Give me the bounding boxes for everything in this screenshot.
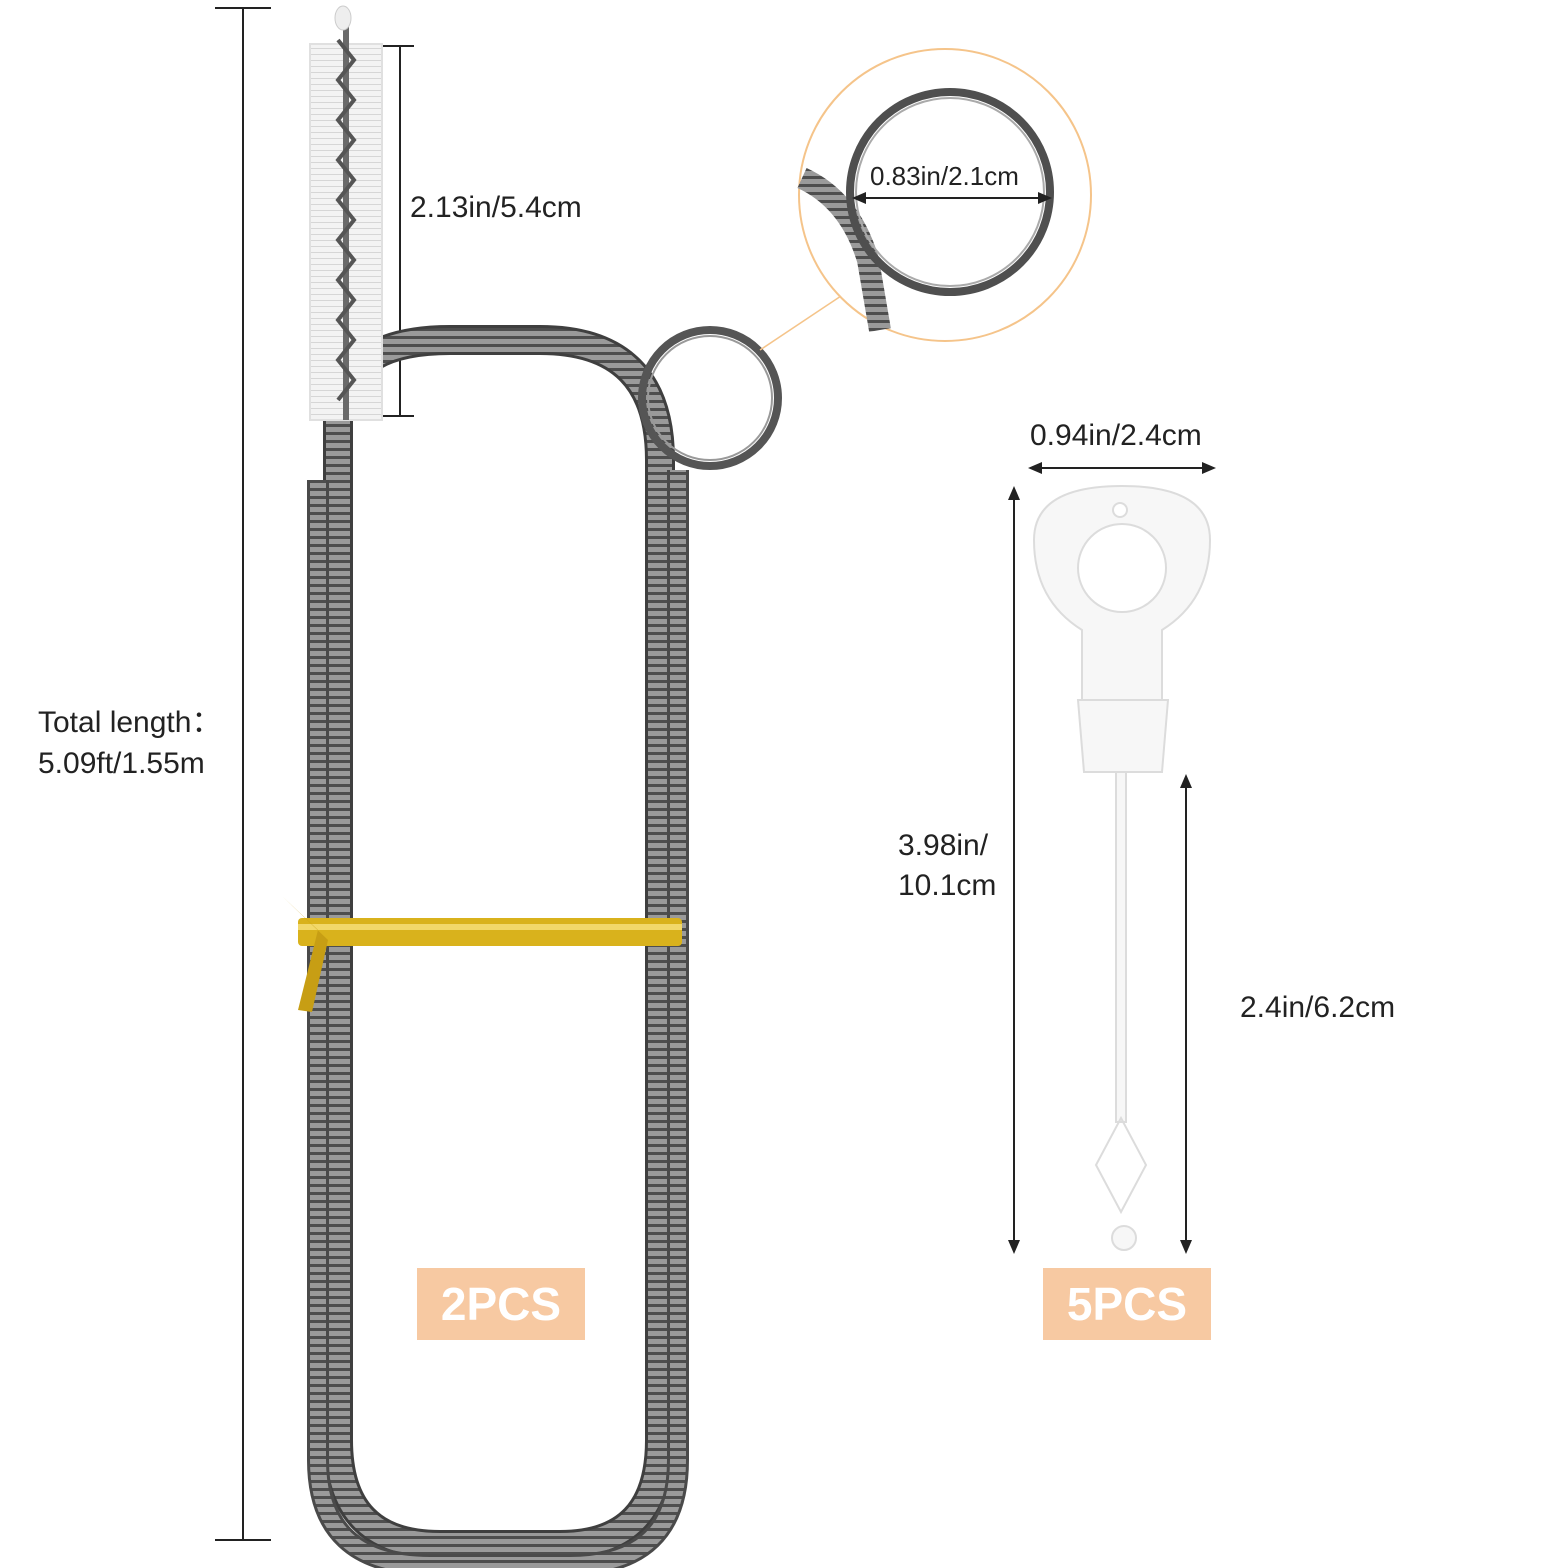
total-length-label: Total length： [38, 706, 222, 739]
brush-head-length-label: 2.13in/5.4cm [410, 191, 582, 224]
tool-length-label-line1: 3.98in/ [898, 829, 989, 862]
ring-zoom-callout [797, 48, 1092, 342]
tool-stem-length-label: 2.4in/6.2cm [1240, 991, 1396, 1024]
tool-length-label-line2: 10.1cm [898, 869, 997, 902]
callout-leader-line [759, 289, 851, 351]
ring-diameter-arrow [852, 192, 1052, 204]
tool-length-arrow [1008, 486, 1020, 1254]
tool-width-label: 0.94in/2.4cm [1030, 419, 1202, 452]
total-length-dimension-line [215, 7, 271, 1541]
total-length-value: 5.09ft/1.55m [38, 747, 205, 780]
plastic-drain-tool [1032, 484, 1212, 1251]
tool-stem-length-arrow [1180, 774, 1192, 1254]
ring-diameter-label: 0.83in/2.1cm [870, 161, 1019, 191]
key-ring [638, 326, 782, 470]
brush-head [309, 5, 383, 421]
gold-twist-tie [282, 896, 682, 1012]
brush-quantity-badge: 2PCS [417, 1268, 585, 1340]
spring-brush-coil [307, 325, 689, 1568]
tool-width-arrow [1028, 462, 1216, 474]
tool-quantity-badge: 5PCS [1043, 1268, 1211, 1340]
